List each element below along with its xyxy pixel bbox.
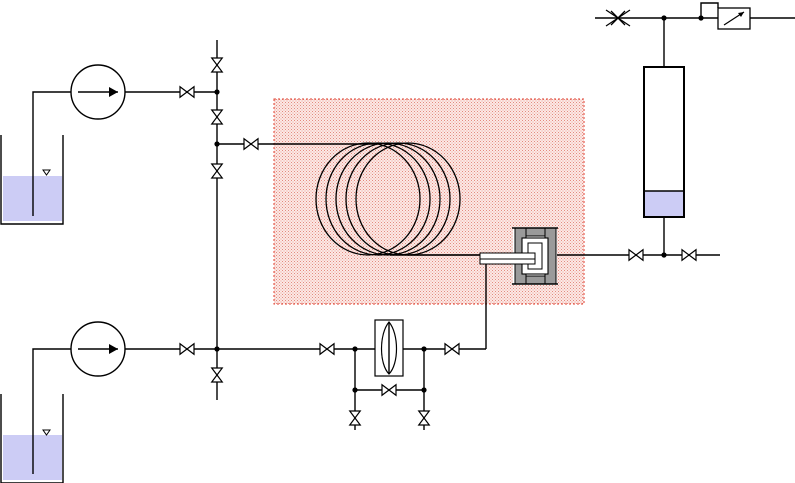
junctions [214, 15, 704, 393]
flow-restrictor [374, 319, 404, 377]
valve-manifold-bottom [210, 367, 224, 383]
valve-outlet [681, 248, 697, 262]
reactor-coil [315, 142, 480, 256]
lower-pump [70, 321, 126, 377]
valve-coil-inlet [243, 137, 259, 151]
valve-upper-pump-out [179, 85, 195, 99]
valve-restrictor-out [444, 342, 460, 356]
valve-manifold-top [210, 57, 224, 73]
valve-lower-pump-out [179, 342, 195, 356]
valve-manifold-upper [210, 109, 224, 125]
valve-drain-right [417, 410, 431, 426]
lower-reservoir [0, 348, 71, 483]
upper-pump [70, 64, 126, 120]
valves [179, 57, 697, 426]
upper-reservoir [0, 91, 71, 225]
valve-drain-left [348, 410, 362, 426]
valve-restrictor-in [319, 342, 335, 356]
valve-separator-inlet [628, 248, 644, 262]
needle-valve [605, 9, 631, 27]
valve-manifold-mid [210, 163, 224, 179]
gas-liquid-separator [643, 66, 685, 218]
valve-bypass [381, 383, 397, 397]
back-pressure-regulator [700, 2, 751, 30]
reactor-cell [479, 227, 558, 285]
